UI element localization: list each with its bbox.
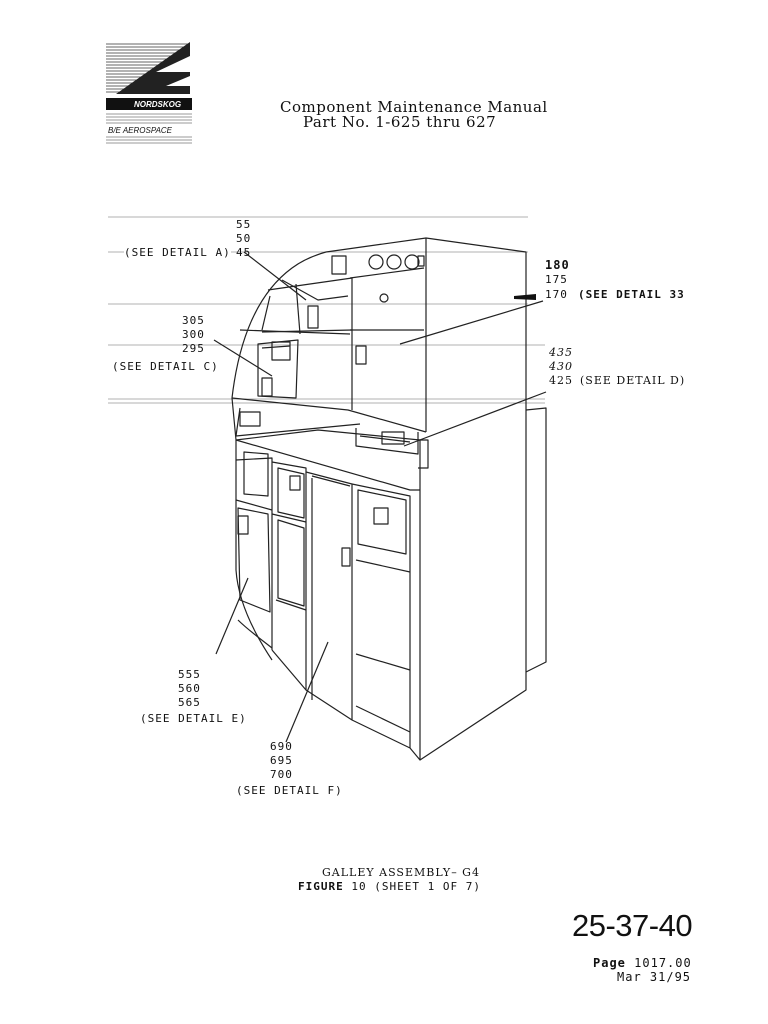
callout-c-item-3: 295	[182, 342, 205, 355]
callout-a-item-3: 45	[236, 246, 252, 259]
callout-a-item-2: 50	[236, 232, 252, 245]
figure-number: 10	[351, 880, 367, 893]
figure-caption-label: FIGURE 10 (SHEET 1 OF 7)	[298, 880, 481, 893]
callout-d-item-2: 430	[549, 360, 573, 373]
figure-label: FIGURE	[298, 880, 344, 893]
callout-e-detail: (SEE DETAIL E)	[140, 712, 247, 725]
figure-sheet: (SHEET 1 OF 7)	[374, 880, 481, 893]
callout-e-item-3: 565	[178, 696, 201, 709]
page-indicator: Page 1017.00	[593, 956, 692, 970]
callout-c-item-1: 305	[182, 314, 205, 327]
document-number: 25-37-40	[572, 908, 693, 943]
callout-b-item-3: 170	[545, 288, 568, 301]
callout-b-detail: (SEE DETAIL 33	[578, 288, 685, 301]
part-number: Part No. 1-625 thru 627	[303, 113, 497, 131]
callout-d-item-1: 435	[549, 346, 573, 359]
callout-f-item-1: 690	[270, 740, 293, 753]
manual-title: Component Maintenance Manual	[280, 98, 548, 116]
callout-f-item-2: 695	[270, 754, 293, 767]
callout-c-item-2: 300	[182, 328, 205, 341]
callout-a-item-1: 55	[236, 218, 252, 231]
company-logo: NORDSKOG B/E AEROSPACE	[106, 42, 192, 144]
callout-f-detail: (SEE DETAIL F)	[236, 784, 343, 797]
callout-b-item-1: 180	[545, 258, 570, 272]
figure-caption-title: GALLEY ASSEMBLY– G4	[322, 866, 480, 879]
callout-b-item-2: 175	[545, 273, 568, 286]
logo-subbrand: B/E AEROSPACE	[108, 126, 173, 135]
callout-e-item-1: 555	[178, 668, 201, 681]
logo-brand: NORDSKOG	[134, 100, 181, 109]
callout-e-item-2: 560	[178, 682, 201, 695]
callout-c-detail: (SEE DETAIL C)	[112, 360, 219, 373]
revision-date: Mar 31/95	[617, 970, 692, 984]
page-label: Page	[593, 956, 626, 970]
callout-d-item-3: 425	[549, 374, 573, 387]
callout-d-detail: (SEE DETAIL D)	[580, 374, 686, 387]
callout-f-item-3: 700	[270, 768, 293, 781]
callout-a-detail: (SEE DETAIL A)	[124, 246, 231, 260]
page-number: 1017.00	[634, 956, 692, 970]
